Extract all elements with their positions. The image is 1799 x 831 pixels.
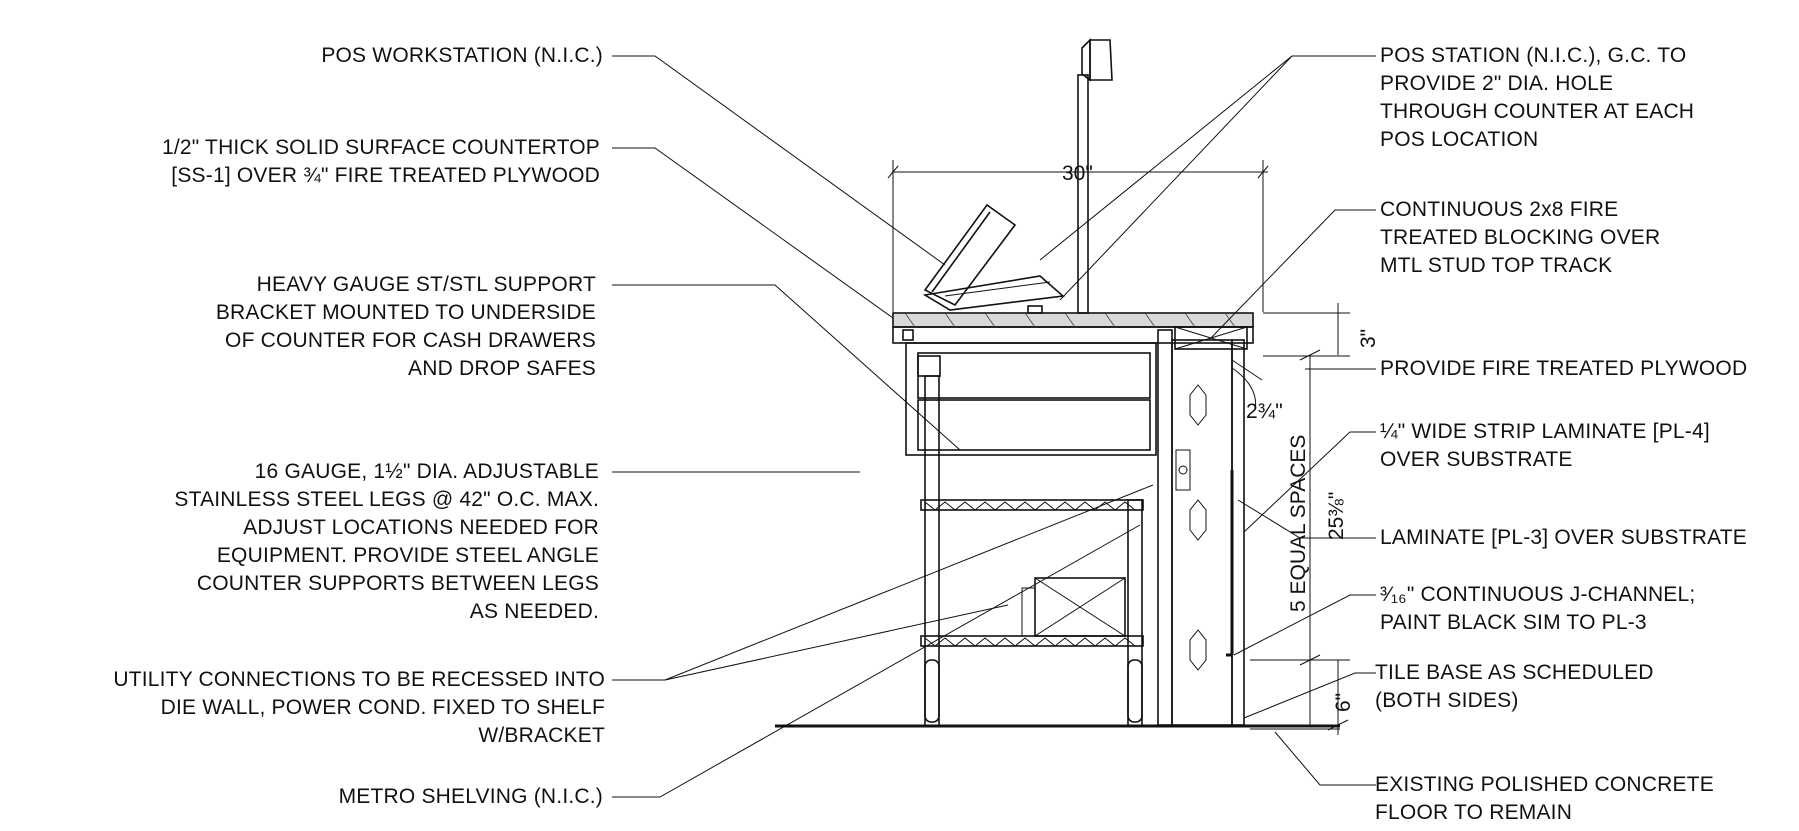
dim-top-height: 3" [1357,329,1380,348]
dim-panel-height: 25⅜" [1325,492,1348,540]
note-line: AND DROP SAFES [408,357,596,380]
note-line: MTL STUD TOP TRACK [1380,254,1613,277]
note-countertop: 1/2" THICK SOLID SURFACE COUNTERTOP [SS-… [162,134,600,190]
note-pos-station: POS STATION (N.I.C.), G.C. TO PROVIDE 2"… [1380,42,1694,154]
countertop [892,312,1254,344]
legs [924,375,1143,727]
dim-width: 30" [1062,162,1093,185]
note-laminate: LAMINATE [PL-3] OVER SUBSTRATE [1380,524,1747,552]
note-line: 1/2" THICK SOLID SURFACE COUNTERTOP [161,136,600,159]
note-utility: UTILITY CONNECTIONS TO BE RECESSED INTO … [113,666,605,750]
dim-base-height: 6" [1332,693,1355,712]
dimension-lines [887,160,1350,735]
cash-drawer-bracket [905,342,1157,456]
note-j-channel: ³⁄₁₆" CONTINUOUS J-CHANNEL; PAINT BLACK … [1380,581,1695,637]
note-line: METRO SHELVING (N.I.C.) [338,785,603,808]
leaders-right [1039,55,1376,786]
note-metro-shelving: METRO SHELVING (N.I.C.) [339,783,603,811]
note-line: TILE BASE AS SCHEDULED [1375,661,1654,684]
note-line: AS NEEDED. [469,600,599,623]
note-line: POS LOCATION [1380,128,1539,151]
pos-workstation [922,203,1065,314]
note-line: OF COUNTER FOR CASH DRAWERS [225,329,596,352]
leaders-left [612,55,1154,798]
note-line: ADJUST LOCATIONS NEEDED FOR [243,516,599,539]
note-pos-workstation: POS WORKSTATION (N.I.C.) [321,42,603,70]
note-line: (BOTH SIDES) [1375,689,1519,712]
note-line: ¼" WIDE STRIP LAMINATE [PL-4] [1380,420,1710,443]
note-line: OVER SUBSTRATE [1380,448,1573,471]
note-tile-base: TILE BASE AS SCHEDULED (BOTH SIDES) [1375,659,1654,715]
note-legs: 16 GAUGE, 1½" DIA. ADJUSTABLE STAINLESS … [174,458,599,626]
note-line: [SS-1] OVER ¾" FIRE TREATED PLYWOOD [171,164,600,187]
note-floor: EXISTING POLISHED CONCRETE FLOOR TO REMA… [1375,771,1714,827]
note-line: LAMINATE [PL-3] OVER SUBSTRATE [1380,526,1747,549]
note-strip-laminate: ¼" WIDE STRIP LAMINATE [PL-4] OVER SUBST… [1380,418,1710,474]
note-line: 16 GAUGE, 1½" DIA. ADJUSTABLE [254,460,599,483]
dim-spaces: 5 EQUAL SPACES [1287,435,1310,612]
note-line: THROUGH COUNTER AT EACH [1380,100,1695,123]
note-line: POS STATION (N.I.C.), G.C. TO [1380,44,1687,67]
pos-station [1077,38,1113,314]
note-line: ³⁄₁₆" CONTINUOUS J-CHANNEL; [1380,583,1696,606]
note-support-bracket: HEAVY GAUGE ST/STL SUPPORT BRACKET MOUNT… [216,271,596,383]
note-line: W/BRACKET [478,724,605,747]
note-line: TREATED BLOCKING OVER [1380,226,1661,249]
dim-reveal: 2¾" [1246,400,1283,423]
note-line: PAINT BLACK SIM TO PL-3 [1380,611,1647,634]
note-line: DIE WALL, POWER COND. FIXED TO SHELF [160,696,605,719]
note-line: EXISTING POLISHED CONCRETE [1375,773,1714,796]
note-line: PROVIDE FIRE TREATED PLYWOOD [1380,357,1748,380]
note-line: STAINLESS STEEL LEGS @ 42" O.C. MAX. [174,488,599,511]
note-line: BRACKET MOUNTED TO UNDERSIDE [215,301,596,324]
note-line: EQUIPMENT. PROVIDE STEEL ANGLE [216,544,599,567]
note-plywood: PROVIDE FIRE TREATED PLYWOOD [1380,355,1747,383]
note-line: FLOOR TO REMAIN [1375,801,1573,824]
note-line: POS WORKSTATION (N.I.C.) [321,44,603,67]
metro-shelving [920,499,1144,723]
note-line: UTILITY CONNECTIONS TO BE RECESSED INTO [113,668,605,691]
note-line: HEAVY GAUGE ST/STL SUPPORT [256,273,596,296]
note-line: PROVIDE 2" DIA. HOLE [1380,72,1614,95]
die-wall [1157,329,1245,726]
note-line: COUNTER SUPPORTS BETWEEN LEGS [196,572,599,595]
note-blocking: CONTINUOUS 2x8 FIRE TREATED BLOCKING OVE… [1380,196,1660,280]
note-line: CONTINUOUS 2x8 FIRE [1380,198,1619,221]
